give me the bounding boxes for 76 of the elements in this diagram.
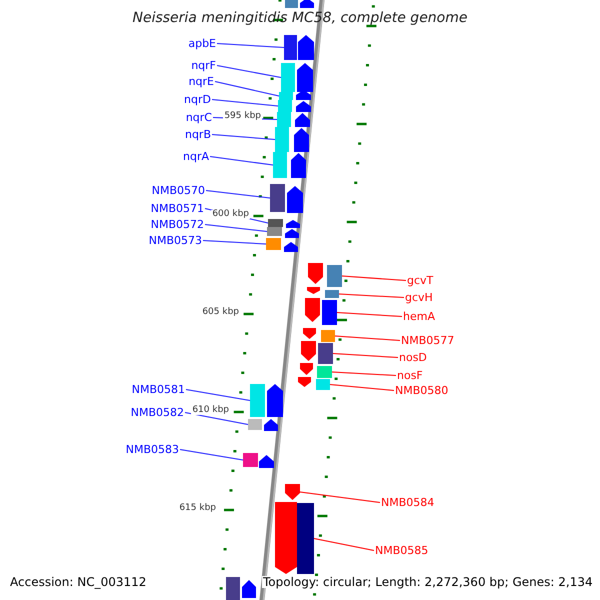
gene-glyph bbox=[305, 298, 337, 325]
gene-glyph bbox=[279, 90, 311, 100]
gene-label: NMB0571 bbox=[150, 203, 204, 214]
gene-glyph bbox=[285, 0, 314, 8]
scale-label: 600 kbp bbox=[211, 210, 250, 218]
leader-line bbox=[334, 336, 400, 341]
title: Neisseria meningitidis MC58, complete genome bbox=[131, 11, 468, 25]
gene-label: NMB0581 bbox=[132, 384, 185, 395]
gene-label: NMB0584 bbox=[381, 497, 434, 508]
gene-glyph bbox=[273, 152, 306, 178]
leader-line bbox=[204, 224, 268, 232]
gene-label: NMB0585 bbox=[375, 545, 428, 556]
gene-label: nqrE bbox=[188, 76, 214, 87]
leader-line bbox=[338, 294, 404, 298]
gene-glyph bbox=[248, 419, 278, 431]
gene-label: nqrD bbox=[184, 94, 211, 105]
gene-glyph bbox=[250, 384, 283, 417]
gene-label: apbE bbox=[188, 38, 216, 49]
gene-label: NMB0580 bbox=[395, 385, 448, 396]
gene-glyph bbox=[285, 484, 300, 500]
gene-label: nqrB bbox=[184, 129, 211, 140]
gene-glyph bbox=[277, 112, 310, 127]
gene-glyph bbox=[307, 287, 339, 298]
leader-line bbox=[216, 65, 282, 78]
gene-label: nosD bbox=[399, 352, 427, 363]
leader-line bbox=[300, 492, 380, 503]
gene-glyph bbox=[270, 184, 303, 213]
leader-line bbox=[210, 156, 274, 166]
gene-glyph bbox=[268, 219, 300, 228]
leader-line bbox=[202, 240, 266, 244]
leader-line bbox=[332, 372, 396, 376]
gene-label: nosF bbox=[397, 370, 423, 381]
gene-glyph bbox=[298, 377, 330, 390]
gene-glyph bbox=[301, 341, 333, 364]
gene-glyph bbox=[281, 63, 313, 92]
gene-label: NMB0570 bbox=[152, 185, 205, 196]
gene-glyph bbox=[284, 35, 314, 60]
leader-line bbox=[206, 190, 270, 198]
gene-glyph bbox=[267, 227, 299, 238]
leader-line bbox=[186, 389, 250, 401]
gene-label: nqrA bbox=[182, 151, 209, 162]
scale-label: 615 kbp bbox=[178, 504, 217, 512]
leader-line bbox=[342, 276, 406, 281]
leader-line bbox=[332, 353, 398, 358]
leader-line bbox=[184, 412, 248, 425]
accession-text: Accession: NC_003112 bbox=[9, 576, 148, 588]
gene-glyph bbox=[300, 363, 332, 378]
gene-label: NMB0572 bbox=[150, 219, 204, 230]
scale-label: 595 kbp bbox=[223, 112, 262, 120]
gene-glyph bbox=[226, 577, 256, 600]
leader-line bbox=[214, 81, 280, 96]
gene-label: nqrF bbox=[191, 60, 216, 71]
gene-glyph bbox=[303, 328, 335, 342]
scale-label: 610 kbp bbox=[191, 406, 230, 414]
gene-label: NMB0577 bbox=[401, 335, 454, 346]
gene-label: nqrC bbox=[186, 112, 212, 123]
gene-glyph bbox=[266, 238, 298, 252]
gene-glyph bbox=[308, 263, 342, 287]
leader-line bbox=[314, 538, 374, 551]
gene-glyph bbox=[275, 127, 309, 152]
gene-glyph bbox=[275, 502, 314, 574]
genome-info-text: Topology: circular; Length: 2,272,360 bp; Genes: 2,134 bbox=[262, 576, 594, 588]
gene-label: NMB0582 bbox=[130, 407, 184, 418]
gene-label: hemA bbox=[403, 311, 435, 322]
gene-label: gcvT bbox=[407, 275, 434, 286]
gene-label: NMB0573 bbox=[148, 235, 202, 246]
gene-glyph bbox=[243, 453, 274, 468]
leader-line bbox=[330, 384, 394, 391]
scale-label: 605 kbp bbox=[201, 308, 240, 316]
gene-label: gcvH bbox=[405, 292, 433, 303]
leader-line bbox=[336, 312, 402, 317]
leader-line bbox=[212, 99, 278, 106]
leader-line bbox=[180, 449, 244, 460]
gene-label: NMB0583 bbox=[126, 444, 179, 455]
leader-line bbox=[212, 134, 276, 140]
gene-glyph bbox=[278, 100, 311, 112]
